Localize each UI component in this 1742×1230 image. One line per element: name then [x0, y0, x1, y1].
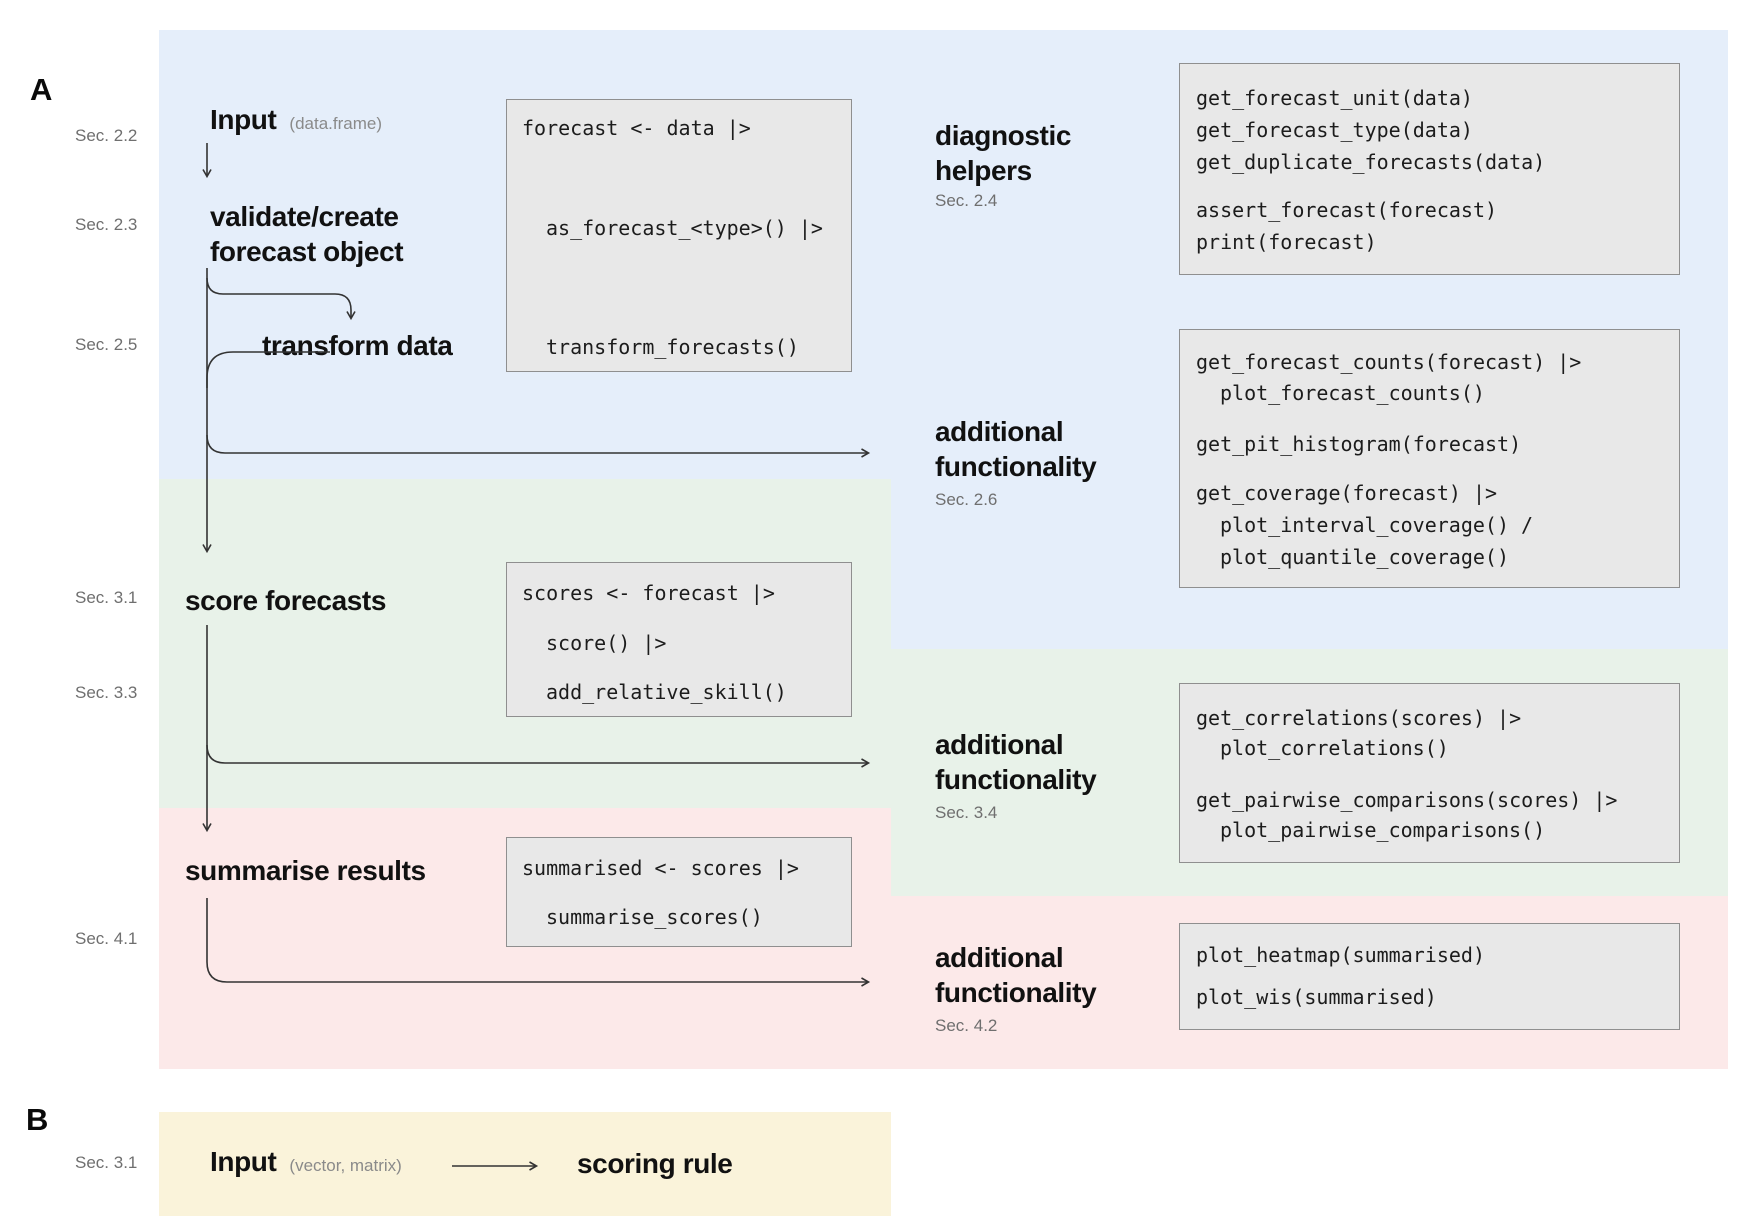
label-diagnostic-helpers: diagnostic helpers — [935, 118, 1071, 188]
flow-step-validate: validate/create forecast object — [210, 199, 404, 269]
code-line: score() |> — [546, 631, 667, 655]
section-label-2-2: Sec. 2.2 — [75, 126, 138, 145]
codebox-pipeline-summarise — [506, 837, 852, 947]
codebox-diagnostic-helpers — [1179, 63, 1680, 275]
code-line: get_correlations(scores) |> — [1196, 706, 1522, 730]
func26-line1: additional — [935, 416, 1064, 447]
panel-b-scoring-rule-label: scoring rule — [577, 1148, 733, 1179]
band-yellow-panel-b — [159, 1112, 891, 1216]
code-line: get_pairwise_comparisons(scores) |> — [1196, 788, 1618, 812]
func42-line1: additional — [935, 942, 1064, 973]
flow-step-input: Input (data.frame) — [210, 104, 382, 136]
flow-step-score: score forecasts — [185, 585, 387, 616]
section-label-3-3: Sec. 3.3 — [75, 683, 138, 702]
code-line: transform_forecasts() — [546, 335, 799, 359]
code-line: get_forecast_type(data) — [1196, 118, 1473, 142]
code-line: plot_interval_coverage() / — [1220, 513, 1534, 537]
code-line: as_forecast_<type>() |> — [546, 216, 823, 240]
code-line: summarised <- scores |> — [522, 856, 799, 880]
codebox-additional-34 — [1179, 683, 1680, 863]
code-line: assert_forecast(forecast) — [1196, 198, 1498, 222]
code-line: add_relative_skill() — [546, 680, 787, 704]
code-line: summarise_scores() — [546, 905, 763, 929]
section-label-4-1: Sec. 4.1 — [75, 929, 138, 948]
section-label-2-6: Sec. 2.6 — [935, 490, 998, 509]
codebox-pipeline-create — [506, 99, 852, 372]
code-line: print(forecast) — [1196, 230, 1377, 254]
code-line: plot_wis(summarised) — [1196, 985, 1437, 1009]
diagnostic-line1: diagnostic — [935, 120, 1072, 151]
panel-b-input-annotation: (vector, matrix) — [289, 1156, 402, 1175]
codebox-additional-26 — [1179, 329, 1680, 588]
code-line: plot_heatmap(summarised) — [1196, 943, 1485, 967]
code-line: get_coverage(forecast) |> — [1196, 481, 1498, 505]
codebox-pipeline-score — [506, 562, 852, 717]
code-line: plot_correlations() — [1220, 736, 1449, 760]
flow-step-summarise: summarise results — [185, 855, 426, 886]
func34-line1: additional — [935, 729, 1064, 760]
label-additional-functionality-42: additional functionality — [935, 940, 1097, 1010]
input-label: Input — [210, 104, 277, 135]
code-line: get_duplicate_forecasts(data) — [1196, 150, 1546, 174]
input-annotation: (data.frame) — [289, 114, 383, 133]
panel-a-label: A — [30, 72, 53, 107]
code-line: plot_quantile_coverage() — [1220, 545, 1509, 569]
panel-b-input-row: Input (vector, matrix) — [210, 1146, 402, 1178]
flow-step-transform: transform data — [262, 330, 453, 361]
validate-line1: validate/create — [210, 201, 399, 232]
section-label-3-4: Sec. 3.4 — [935, 803, 998, 822]
section-label-2-4: Sec. 2.4 — [935, 191, 998, 210]
code-line: forecast <- data |> — [522, 116, 751, 140]
func42-line2: functionality — [935, 977, 1097, 1008]
panel-b-input-label: Input — [210, 1146, 277, 1177]
section-label-b-3-1: Sec. 3.1 — [75, 1153, 138, 1172]
section-label-2-5: Sec. 2.5 — [75, 335, 138, 354]
label-additional-functionality-34: additional functionality — [935, 727, 1097, 797]
codebox-additional-42 — [1179, 923, 1680, 1030]
validate-line2: forecast object — [210, 236, 404, 267]
func34-line2: functionality — [935, 764, 1097, 795]
code-line: scores <- forecast |> — [522, 581, 775, 605]
code-line: get_pit_histogram(forecast) — [1196, 432, 1522, 456]
panel-b-label: B — [26, 1102, 49, 1137]
code-line: get_forecast_unit(data) — [1196, 86, 1473, 110]
code-line: get_forecast_counts(forecast) |> — [1196, 350, 1582, 374]
section-label-4-2: Sec. 4.2 — [935, 1016, 998, 1035]
func26-line2: functionality — [935, 451, 1097, 482]
code-line: plot_forecast_counts() — [1220, 381, 1485, 405]
label-additional-functionality-26: additional functionality — [935, 414, 1097, 484]
code-line: plot_pairwise_comparisons() — [1220, 818, 1546, 842]
diagnostic-line2: helpers — [935, 155, 1032, 186]
section-label-3-1: Sec. 3.1 — [75, 588, 138, 607]
section-label-2-3: Sec. 2.3 — [75, 215, 138, 234]
